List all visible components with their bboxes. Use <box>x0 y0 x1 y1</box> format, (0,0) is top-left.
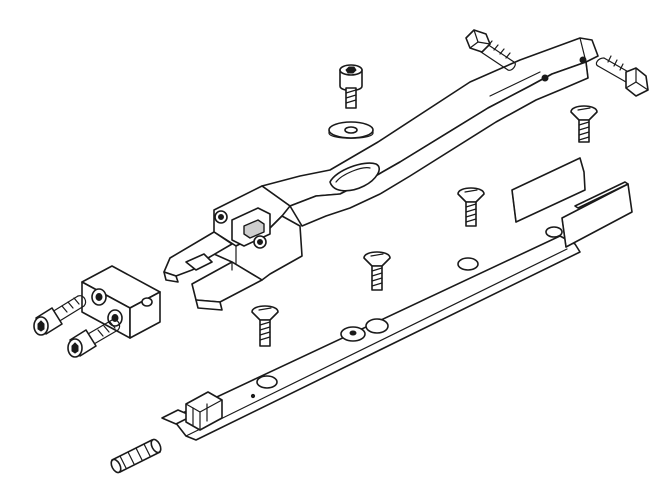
flat-head-screw-2 <box>457 187 485 227</box>
hex-bolt-upper <box>465 29 516 71</box>
set-screw <box>110 438 162 474</box>
flat-head-screw-3 <box>363 251 391 291</box>
washer <box>328 121 374 139</box>
clamp-block <box>81 265 161 339</box>
flat-head-screw-1 <box>570 105 598 143</box>
socket-head-cap-screw-left-2 <box>67 319 121 358</box>
socket-head-cap-screw-top <box>339 64 363 109</box>
socket-head-cap-screw-left-1 <box>33 295 87 336</box>
base-rail <box>161 157 633 441</box>
lever-arm <box>163 37 599 311</box>
flat-head-screw-4 <box>251 305 279 347</box>
hex-bolt-right <box>595 55 649 97</box>
